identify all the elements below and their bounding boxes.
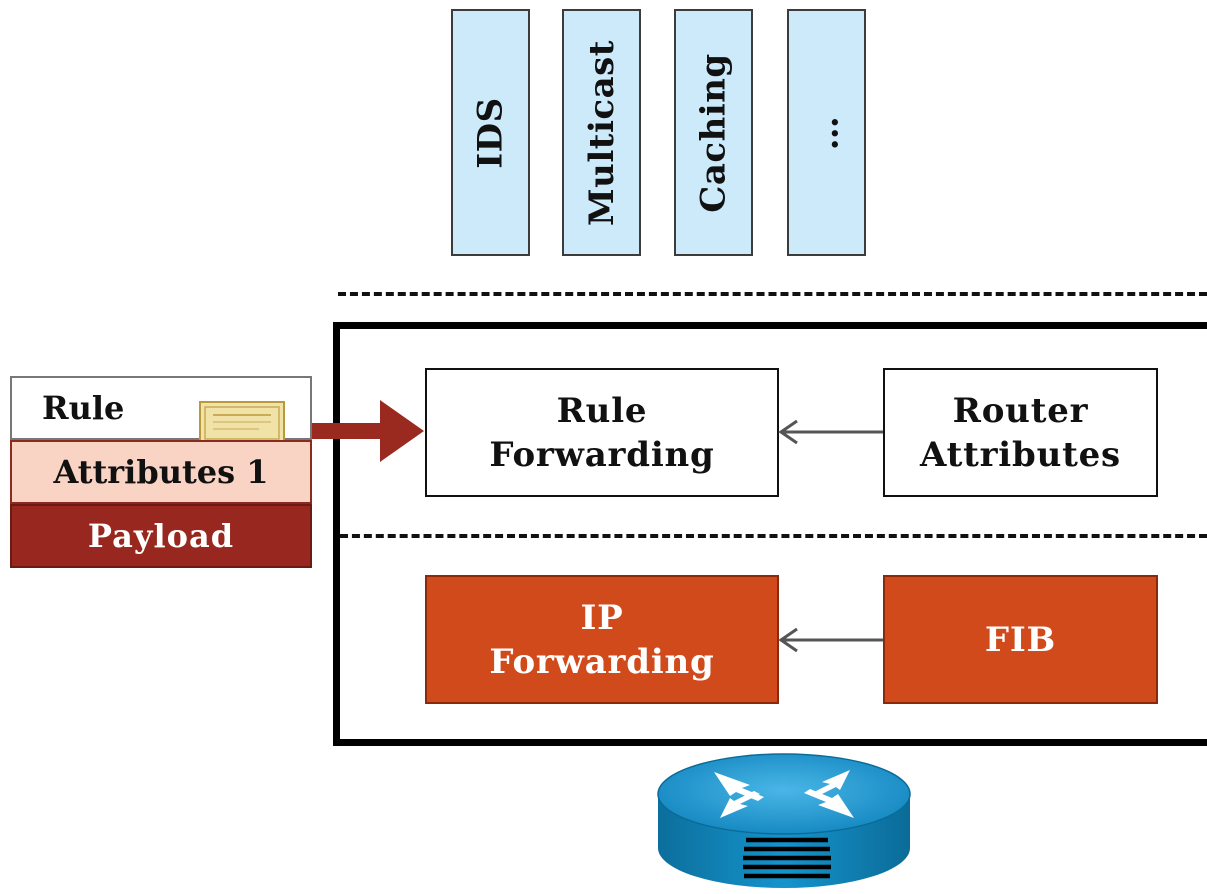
rule-forwarding-line2: Forwarding bbox=[489, 434, 715, 475]
ip-forwarding-box: IP Forwarding bbox=[425, 575, 779, 704]
certificate-icon bbox=[199, 401, 285, 445]
app-box-more: … bbox=[787, 9, 866, 256]
ip-forwarding-line1: IP bbox=[580, 597, 624, 638]
app-box-ids: IDS bbox=[451, 9, 530, 256]
rule-forwarding-box: Rule Forwarding bbox=[425, 368, 779, 497]
packet-attributes: Attributes 1 bbox=[10, 440, 312, 504]
packet-attributes-label: Attributes 1 bbox=[53, 453, 269, 491]
router-attributes-box: Router Attributes bbox=[883, 368, 1158, 497]
fib-to-ip-arrow bbox=[778, 627, 883, 653]
attributes-to-rule-arrow bbox=[778, 419, 883, 445]
packet-arrow bbox=[312, 400, 424, 462]
rule-forwarding-line1: Rule bbox=[556, 390, 648, 431]
app-box-caching: Caching bbox=[674, 9, 753, 256]
router-attributes-line1: Router bbox=[952, 390, 1089, 431]
app-router-separator bbox=[338, 292, 1207, 296]
router-frame bbox=[333, 322, 1207, 746]
router-icon bbox=[654, 752, 914, 890]
packet-rule-label: Rule bbox=[42, 389, 125, 427]
packet-payload-label: Payload bbox=[87, 517, 235, 555]
app-box-multicast: Multicast bbox=[562, 9, 641, 256]
router-attributes-line2: Attributes bbox=[920, 434, 1121, 475]
fib-label: FIB bbox=[984, 619, 1057, 660]
plane-separator bbox=[340, 534, 1207, 538]
fib-box: FIB bbox=[883, 575, 1158, 704]
ip-forwarding-line2: Forwarding bbox=[489, 641, 715, 682]
packet-payload: Payload bbox=[10, 504, 312, 568]
